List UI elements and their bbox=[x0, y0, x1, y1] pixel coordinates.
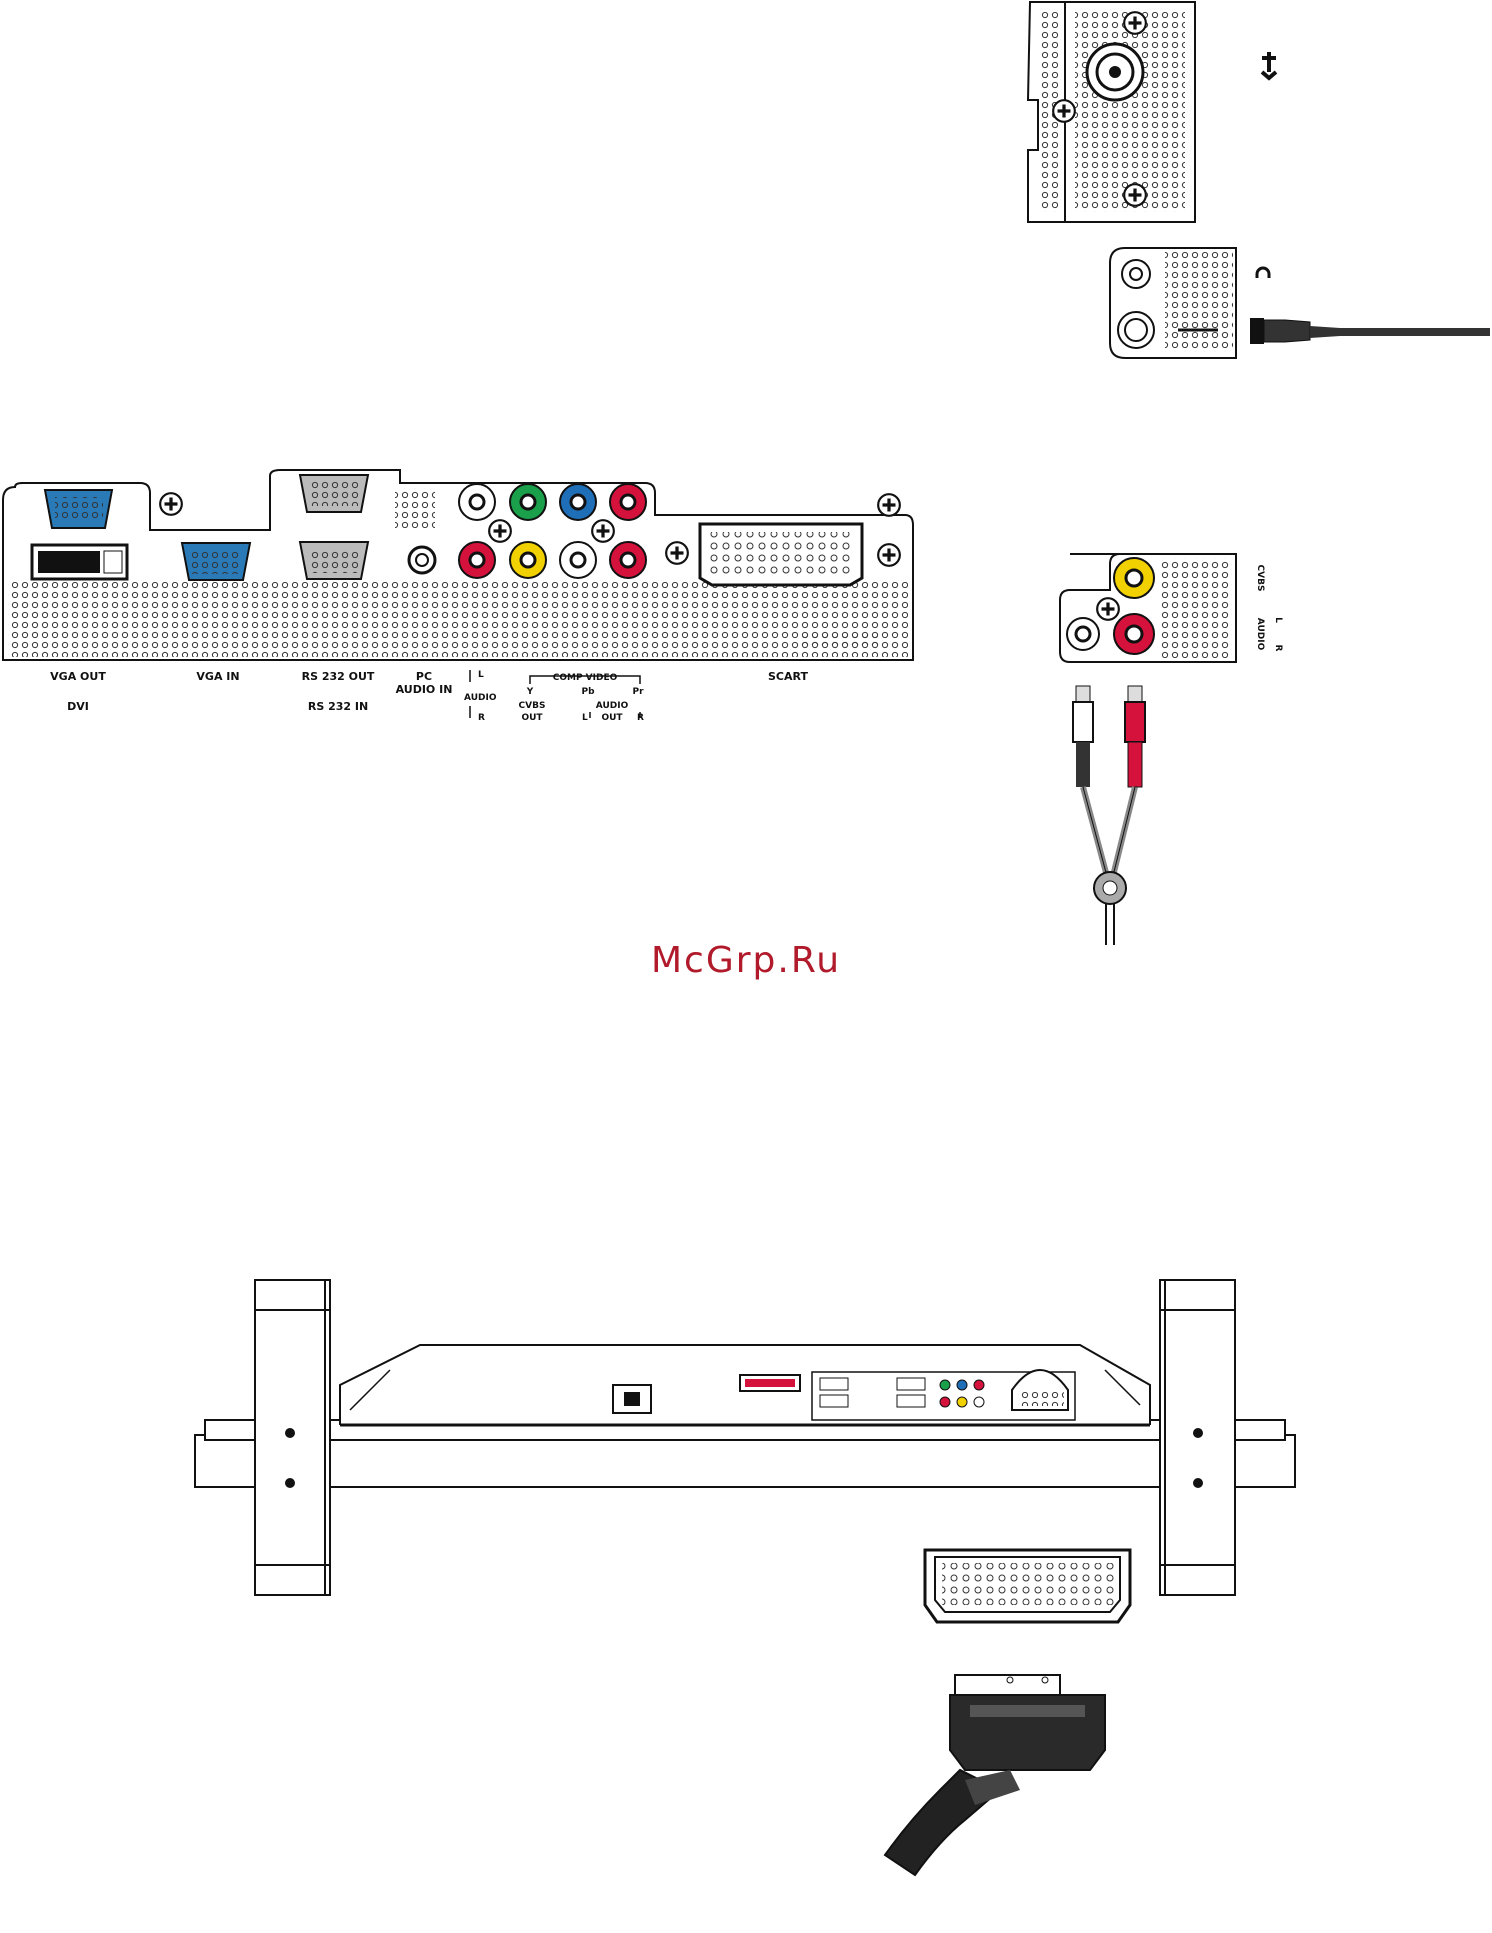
label-audio-l: L bbox=[478, 670, 484, 680]
label-comp-video: COMP VIDEO bbox=[553, 673, 618, 683]
label-side-cvbs: CVBS bbox=[1255, 565, 1265, 592]
rear-connector-panel bbox=[3, 470, 913, 660]
label-dvi: DVI bbox=[67, 700, 89, 713]
label-audio-out: AUDIO bbox=[596, 701, 629, 711]
label-audio-r: R bbox=[478, 713, 485, 723]
vga-out-port bbox=[45, 490, 112, 528]
label-pr: Pr bbox=[632, 687, 644, 697]
side-av-panel bbox=[1060, 554, 1236, 662]
pc-audio-in-jack bbox=[409, 547, 435, 573]
label-pb: Pb bbox=[581, 687, 595, 697]
tv-bottom-view bbox=[195, 1280, 1295, 1595]
scart-socket-zoom bbox=[925, 1550, 1130, 1622]
headphone-icon bbox=[1257, 268, 1269, 278]
label-side-r: R bbox=[1273, 645, 1283, 652]
label-vga-out: VGA OUT bbox=[50, 670, 106, 683]
right-stand-foot bbox=[1160, 1280, 1235, 1595]
headphone-svideo-panel bbox=[1110, 248, 1269, 358]
label-audio-out-r: R bbox=[637, 713, 644, 723]
label-pc: PC bbox=[416, 670, 432, 683]
svideo-cable bbox=[1250, 318, 1490, 344]
rca-audio-cable bbox=[1073, 686, 1145, 945]
label-cvbs: CVBS bbox=[519, 701, 546, 711]
label-vga-in: VGA IN bbox=[196, 670, 239, 683]
label-side-l: L bbox=[1273, 617, 1283, 623]
label-y: Y bbox=[526, 687, 534, 697]
vga-in-port bbox=[182, 543, 250, 580]
dvi-port bbox=[32, 545, 127, 579]
label-scart: SCART bbox=[768, 670, 808, 683]
scart-port bbox=[700, 524, 862, 585]
rs232-out-port bbox=[300, 475, 368, 512]
rear-panel-labels: VGA OUT DVI VGA IN RS 232 OUT RS 232 IN … bbox=[50, 670, 808, 723]
label-rs232-out: RS 232 OUT bbox=[302, 670, 375, 683]
label-rs232-in: RS 232 IN bbox=[308, 700, 368, 713]
label-cvbs-out: OUT bbox=[521, 713, 543, 723]
label-audio-out-l: L bbox=[582, 713, 588, 723]
left-stand-foot bbox=[255, 1280, 330, 1595]
scart-plug bbox=[885, 1675, 1105, 1875]
label-audio-in: AUDIO IN bbox=[396, 683, 453, 696]
antenna-icon bbox=[1262, 52, 1276, 78]
antenna-panel bbox=[1028, 2, 1276, 222]
side-av-labels: CVBS AUDIO L R bbox=[1255, 565, 1283, 652]
label-audio: AUDIO bbox=[464, 693, 497, 703]
label-side-audio: AUDIO bbox=[1255, 618, 1265, 651]
label-audio-out-2: OUT bbox=[601, 713, 623, 723]
rs232-in-port bbox=[300, 542, 368, 579]
watermark: McGrp.Ru bbox=[0, 940, 1492, 981]
